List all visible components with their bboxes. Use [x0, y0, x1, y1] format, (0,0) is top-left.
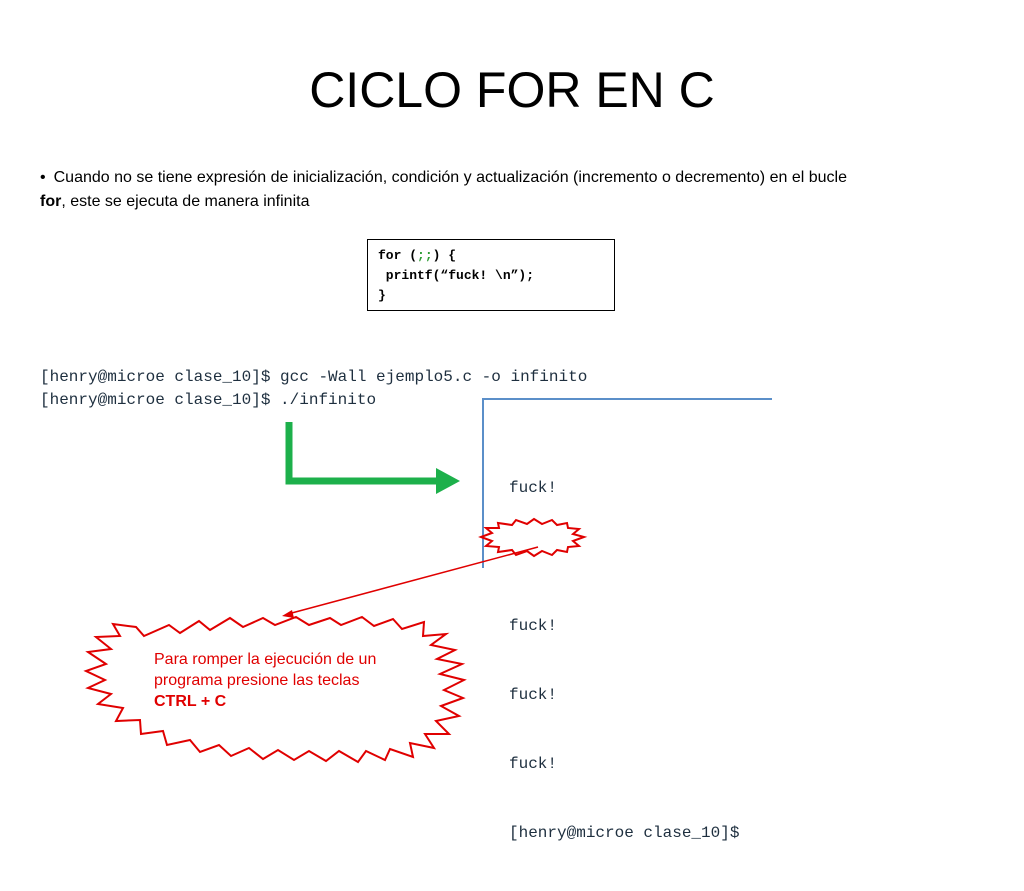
terminal-output: fuck! fuck! fuck! fuck! [henry@microe cl…: [509, 431, 739, 891]
callout-text: Para romper la ejecución de un programa …: [154, 651, 377, 689]
code-line-1-end: ) {: [432, 248, 457, 263]
output-line: fuck!: [509, 617, 558, 635]
green-arrow-head-icon: [436, 468, 460, 494]
terminal-frame: [482, 398, 772, 568]
output-prompt: [henry@microe clase_10]$: [509, 824, 740, 842]
output-line: fuck!: [509, 755, 558, 773]
bullet-marker: •: [40, 169, 46, 186]
callout-balloon: [83, 615, 467, 764]
code-line-1-start: for (: [378, 248, 418, 263]
code-line-2: printf(“fuck! \n”);: [378, 268, 535, 283]
code-box: for (;;) { printf(“fuck! \n”); }: [367, 239, 615, 311]
diagram-overlay: [83, 398, 772, 764]
output-line: [509, 546, 739, 569]
bullet-text: Cuando no se tiene expresión de iniciali…: [53, 169, 847, 186]
callout-text-block: Para romper la ejecución de un programa …: [154, 649, 424, 712]
terminal-command-2: [henry@microe clase_10]$ ./infinito: [40, 391, 377, 409]
bullet-paragraph: • Cuando no se tiene expresión de inicial…: [40, 166, 980, 214]
callout-keys: CTRL + C: [154, 693, 227, 710]
terminal-command-1: [henry@microe clase_10]$ gcc -Wall ejemp…: [40, 368, 588, 386]
bullet-text-end: , este se ejecuta de manera infinita: [61, 193, 310, 210]
code-semicolons: ;;: [417, 248, 433, 263]
callout-pointer-head-icon: [282, 610, 294, 618]
slide-title: CICLO FOR EN C: [309, 62, 715, 118]
code-line-3: }: [378, 288, 386, 303]
bullet-keyword: for: [40, 193, 62, 210]
green-arrow-line: [285, 422, 440, 485]
output-line: fuck!: [509, 479, 558, 497]
output-line: fuck!: [509, 686, 558, 704]
highlight-burst: [478, 517, 588, 558]
terminal-commands: [henry@microe clase_10]$ gcc -Wall ejemp…: [40, 366, 587, 412]
callout-pointer: [287, 546, 539, 615]
